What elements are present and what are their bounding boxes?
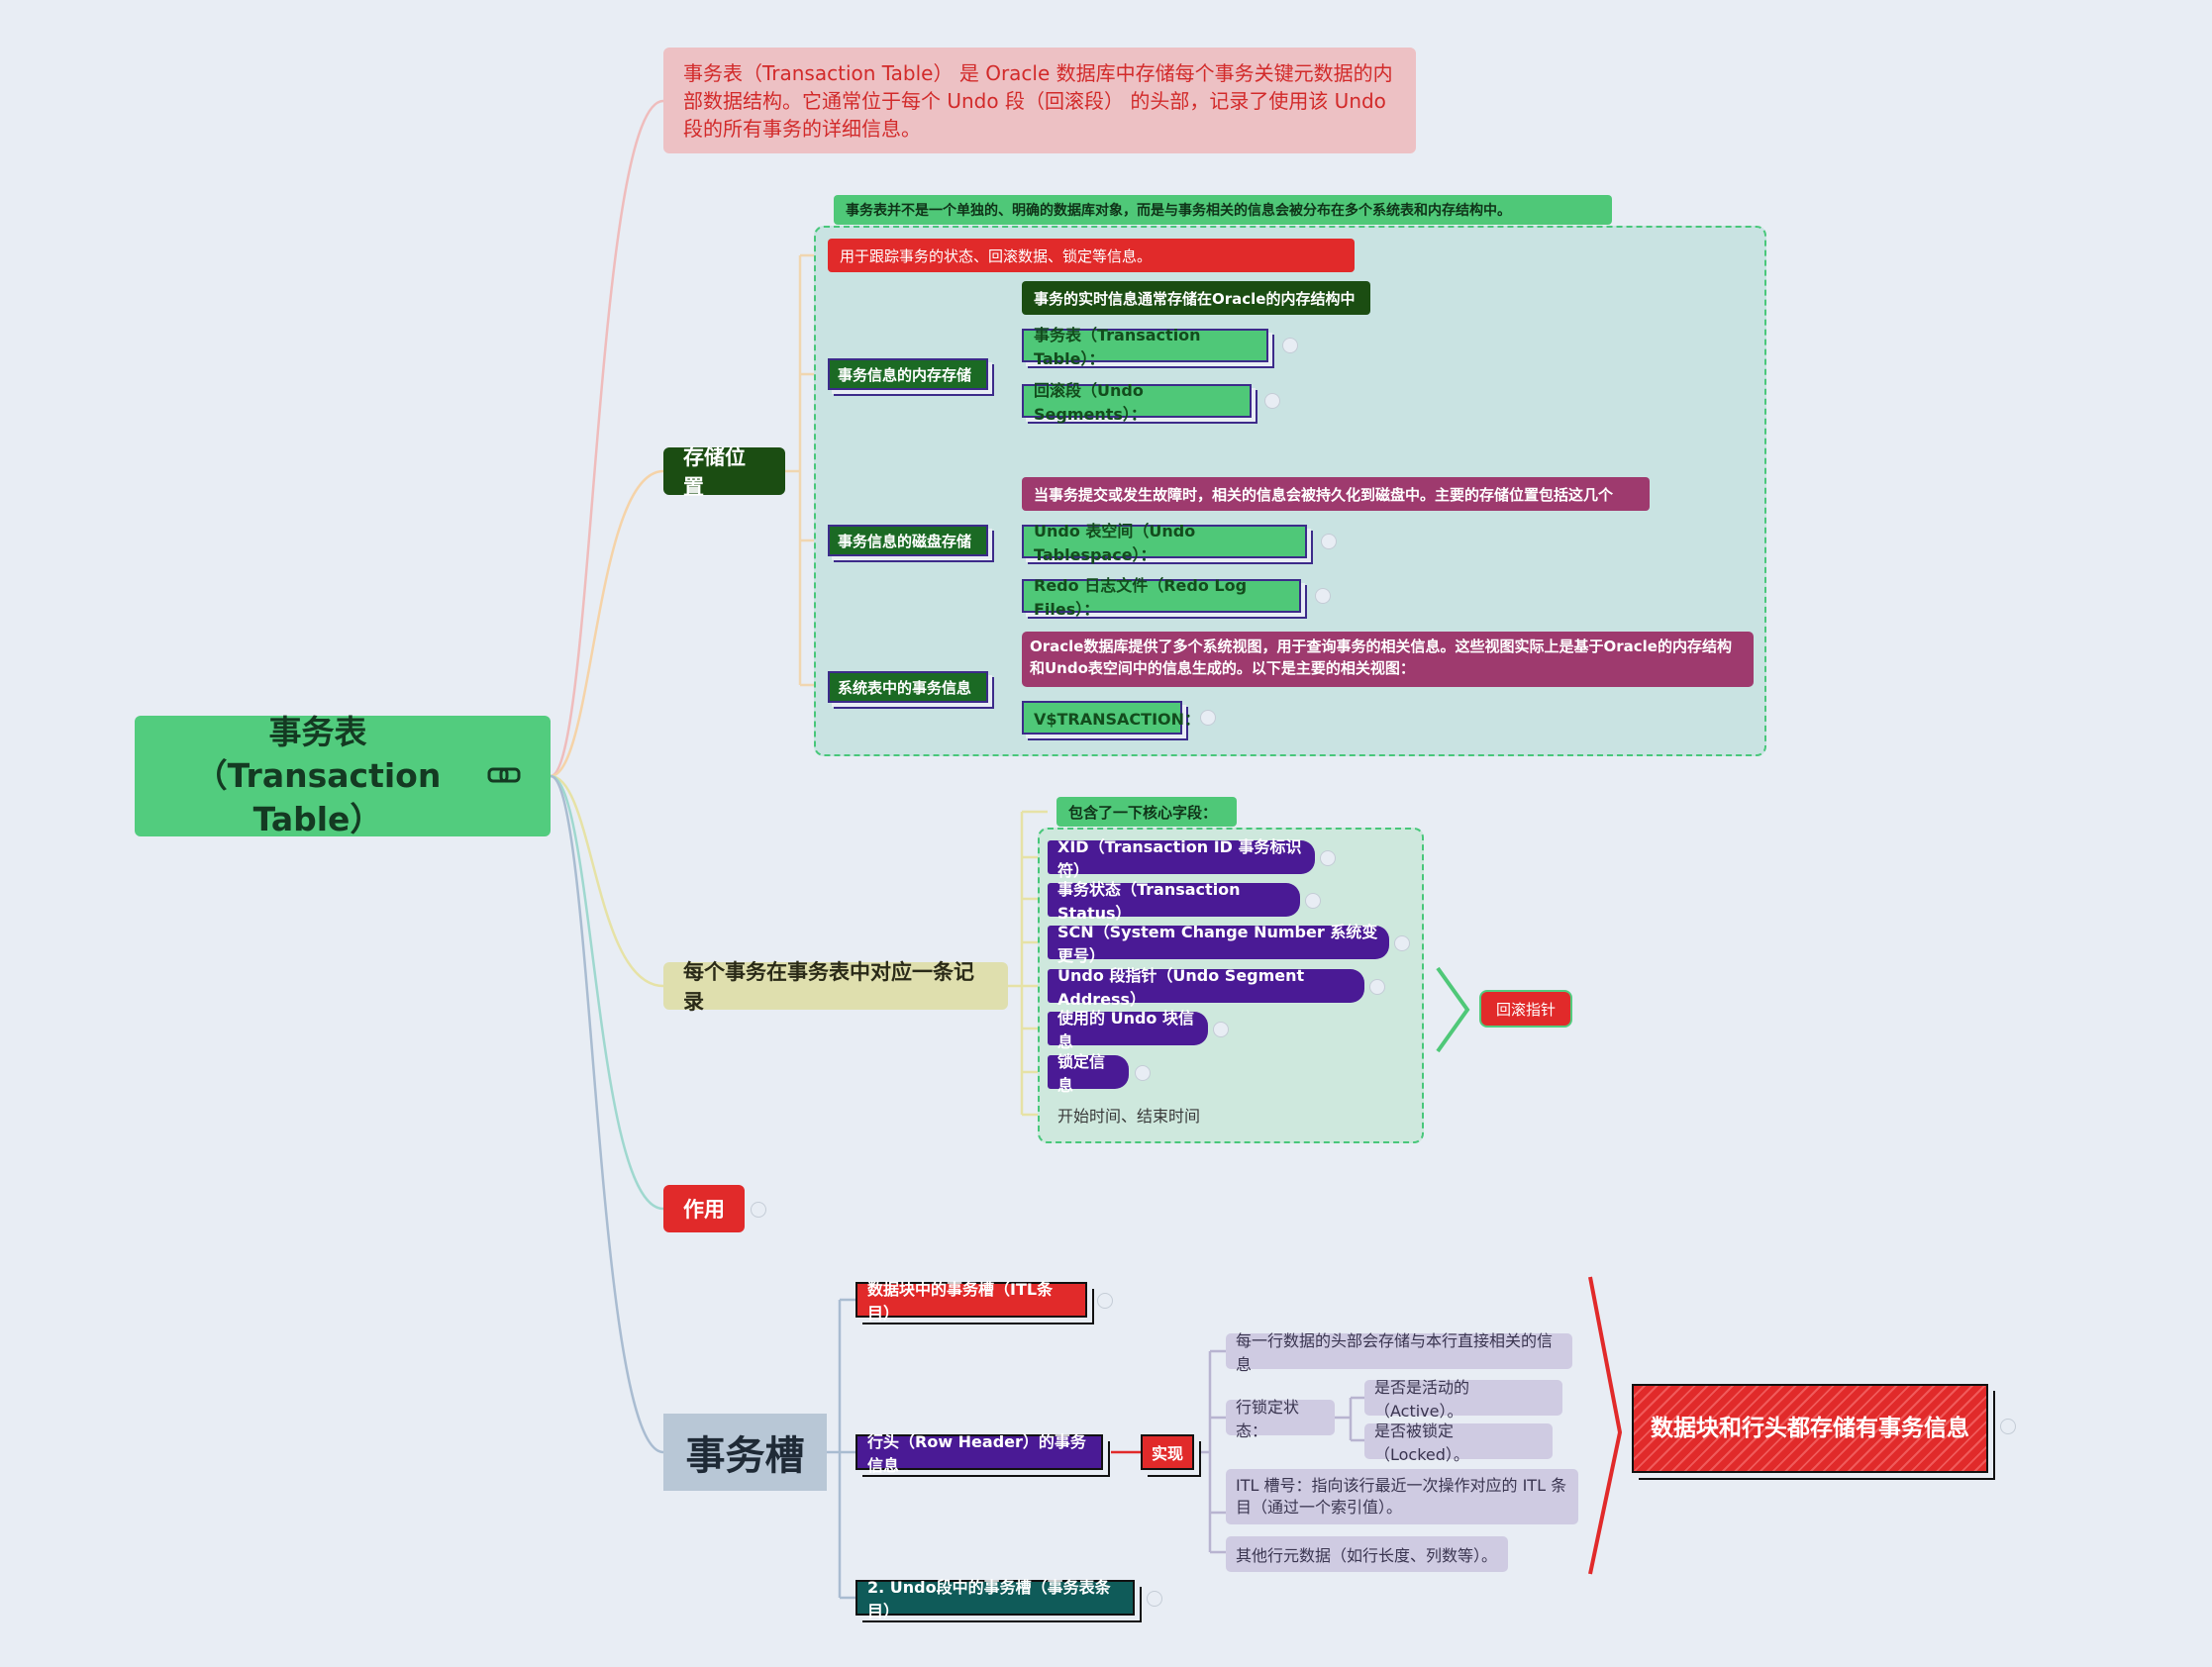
disk-item-undo-tablespace[interactable]: Undo 表空间（Undo Tablespace）： bbox=[1022, 522, 1307, 564]
disk-desc[interactable]: 当事务提交或发生故障时，相关的信息会被持久化到磁盘中。主要的存储位置包括这几个 bbox=[1022, 477, 1650, 511]
row-header-topic[interactable]: 行头（Row Header）的事务信息 bbox=[855, 1432, 1103, 1475]
memory-storage-topic[interactable]: 事务信息的内存存储 bbox=[828, 358, 988, 390]
collapse-icon[interactable] bbox=[1213, 1022, 1229, 1037]
active-detail[interactable]: 是否是活动的（Active）。 bbox=[1364, 1378, 1562, 1421]
collapse-icon[interactable] bbox=[751, 1202, 766, 1218]
system-desc[interactable]: Oracle数据库提供了多个系统视图，用于查询事务的相关信息。这些视图实际上是基… bbox=[1022, 632, 1754, 687]
collapse-icon[interactable] bbox=[1264, 393, 1280, 409]
memory-desc[interactable]: 事务的实时信息通常存储在Oracle的内存结构中 bbox=[1022, 281, 1370, 315]
collapse-icon[interactable] bbox=[1320, 850, 1336, 866]
collapse-icon[interactable] bbox=[1147, 1591, 1162, 1607]
link-icon[interactable] bbox=[487, 761, 521, 789]
other-meta-detail[interactable]: 其他行元数据（如行长度、列数等）。 bbox=[1226, 1536, 1508, 1572]
collapse-icon[interactable] bbox=[1394, 935, 1410, 951]
disk-item-redo-log[interactable]: Redo 日志文件（Redo Log Files）： bbox=[1022, 576, 1301, 619]
field-xid[interactable]: XID（Transaction ID 事务标识符） bbox=[1048, 837, 1315, 880]
itl-slot-topic[interactable]: 数据块中的事务槽（ITL条目） bbox=[855, 1280, 1087, 1323]
collapse-icon[interactable] bbox=[1135, 1065, 1151, 1081]
field-lock-info[interactable]: 锁定信息 bbox=[1048, 1052, 1129, 1095]
collapse-icon[interactable] bbox=[1369, 979, 1385, 995]
row-info-detail[interactable]: 每一行数据的头部会存储与本行直接相关的信息 bbox=[1226, 1331, 1572, 1374]
record-note[interactable]: 包含了一下核心字段： bbox=[1056, 797, 1237, 827]
collapse-icon[interactable] bbox=[1097, 1293, 1113, 1309]
system-item-v-transaction[interactable]: V$TRANSACTION： bbox=[1022, 701, 1200, 735]
central-title: 事务表（Transaction Table） bbox=[194, 713, 442, 838]
itl-number-detail[interactable]: ITL 槽号：指向该行最近一次操作对应的 ITL 条目（通过一个索引值）。 bbox=[1226, 1469, 1578, 1524]
locked-detail[interactable]: 是否被锁定（Locked）。 bbox=[1364, 1422, 1553, 1464]
disk-storage-topic[interactable]: 事务信息的磁盘存储 bbox=[828, 525, 988, 556]
collapse-icon[interactable] bbox=[2000, 1419, 2016, 1434]
field-undo-block[interactable]: 使用的 Undo 块信息 bbox=[1048, 1009, 1208, 1051]
memory-item-undo-segments[interactable]: 回滚段（Undo Segments）： bbox=[1022, 381, 1252, 424]
field-time[interactable]: 开始时间、结束时间 bbox=[1057, 1107, 1201, 1126]
system-table-topic[interactable]: 系统表中的事务信息 bbox=[828, 671, 988, 703]
collapse-icon[interactable] bbox=[1282, 338, 1298, 353]
field-scn[interactable]: SCN（System Change Number 系统变更号） bbox=[1048, 923, 1389, 965]
memory-item-transaction-table[interactable]: 事务表（Transaction Table）： bbox=[1022, 326, 1268, 368]
storage-note[interactable]: 事务表并不是一个单独的、明确的数据库对象，而是与事务相关的信息会被分布在多个系统… bbox=[834, 195, 1612, 225]
slots-summary[interactable]: 数据块和行头都存储有事务信息 bbox=[1632, 1384, 1988, 1473]
central-topic[interactable]: 事务表（Transaction Table） bbox=[135, 713, 551, 838]
field-undo-pointer[interactable]: Undo 段指针（Undo Segment Address） bbox=[1048, 966, 1364, 1009]
collapse-icon[interactable] bbox=[1321, 534, 1337, 549]
impl-topic[interactable]: 实现 bbox=[1141, 1434, 1194, 1470]
slots-topic[interactable]: 事务槽 bbox=[663, 1414, 827, 1491]
collapse-icon[interactable] bbox=[1315, 588, 1331, 604]
undo-slot-topic[interactable]: 2. Undo段中的事务槽（事务表条目） bbox=[855, 1578, 1135, 1620]
collapse-icon[interactable] bbox=[1305, 893, 1321, 909]
rollback-pointer-summary[interactable]: 回滚指针 bbox=[1479, 990, 1572, 1028]
record-topic[interactable]: 每个事务在事务表中对应一条记录 bbox=[663, 960, 1008, 1014]
intro-topic[interactable]: 事务表（Transaction Table） 是 Oracle 数据库中存储每个… bbox=[663, 48, 1416, 153]
collapse-icon[interactable] bbox=[1200, 710, 1216, 726]
lock-state-detail[interactable]: 行锁定状态： bbox=[1226, 1398, 1335, 1440]
field-status[interactable]: 事务状态（Transaction Status） bbox=[1048, 880, 1300, 923]
role-topic[interactable]: 作用 bbox=[663, 1185, 745, 1232]
purpose-topic[interactable]: 用于跟踪事务的状态、回滚数据、锁定等信息。 bbox=[828, 239, 1355, 272]
storage-topic[interactable]: 存储位置 bbox=[663, 445, 785, 499]
